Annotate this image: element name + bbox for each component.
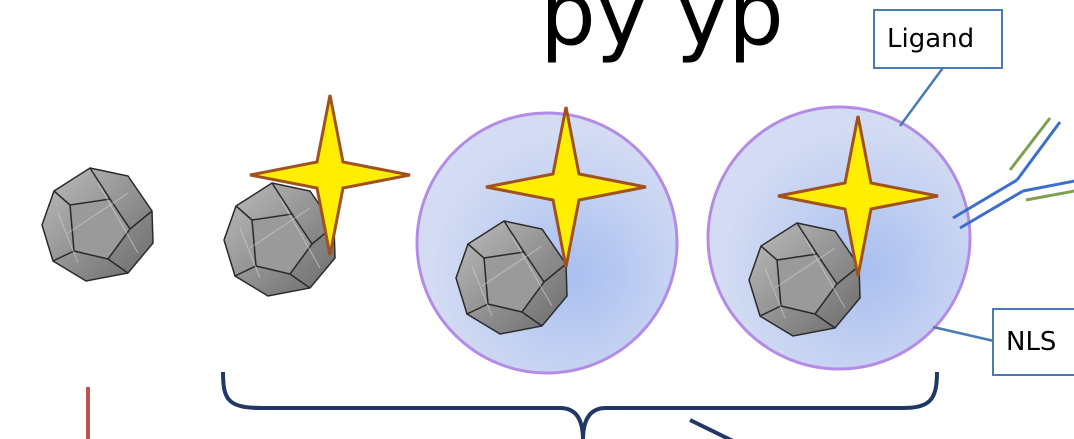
curly-brace-icon <box>223 372 937 439</box>
nanoparticle-coated <box>417 107 677 373</box>
nls-callout: NLS <box>992 308 1074 376</box>
nanoparticle-with-dye <box>224 95 410 296</box>
nanoparticle-bare <box>42 168 153 281</box>
nls-leader-line <box>933 327 994 341</box>
brace-arrow-line <box>690 420 735 439</box>
ligand-leader-line <box>900 65 945 126</box>
antibody-ligand-icon <box>953 118 1074 228</box>
ligand-callout: Ligand <box>873 9 1003 69</box>
nanoparticle-targeted <box>708 107 970 369</box>
